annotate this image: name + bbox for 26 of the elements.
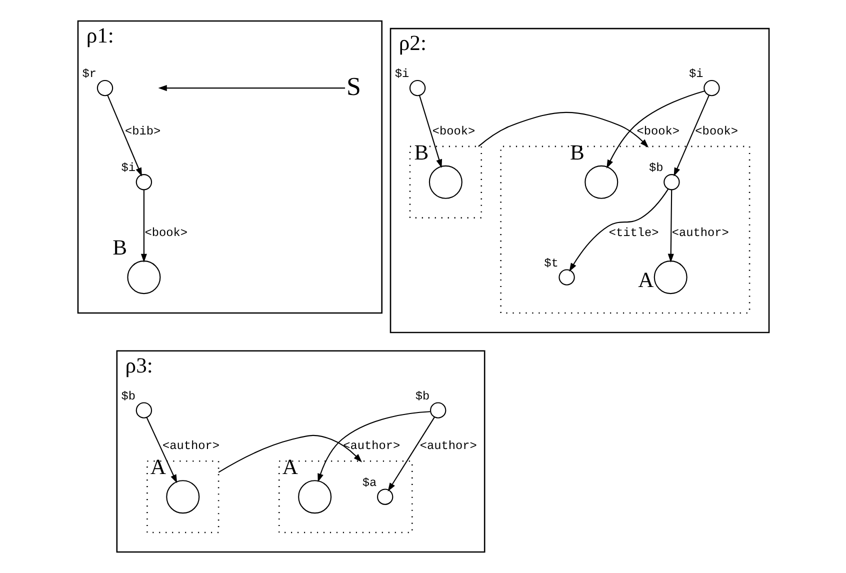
edge-label: <book>	[144, 226, 187, 240]
node-label: A	[150, 455, 166, 480]
node-label: $i	[688, 67, 703, 82]
node-label: B	[112, 236, 127, 260]
node-label: $t	[544, 256, 558, 270]
node-label: A	[638, 268, 654, 292]
edge-label: <book>	[694, 124, 738, 138]
node-label: $b	[120, 389, 135, 404]
node-label: A	[282, 455, 298, 480]
edge-label: <author>	[671, 226, 728, 240]
edge-label: <book>	[636, 124, 680, 138]
node-label: B	[414, 140, 428, 164]
edge-label: <title>	[608, 226, 658, 240]
node-label: $i	[120, 161, 135, 176]
edge-label: <book>	[432, 124, 475, 138]
node-text: S	[346, 72, 360, 101]
node-label: $b	[648, 161, 663, 176]
node-label: $i	[394, 67, 409, 82]
node-label: B	[570, 140, 584, 164]
edge-label: <author>	[342, 439, 400, 454]
edge-label: <author>	[162, 439, 219, 454]
edge-label: <author>	[419, 439, 476, 454]
node-label: $b	[414, 389, 430, 404]
node-label: $a	[362, 476, 376, 490]
node-label: $r	[82, 67, 96, 82]
edge-label: <bib>	[124, 124, 160, 138]
